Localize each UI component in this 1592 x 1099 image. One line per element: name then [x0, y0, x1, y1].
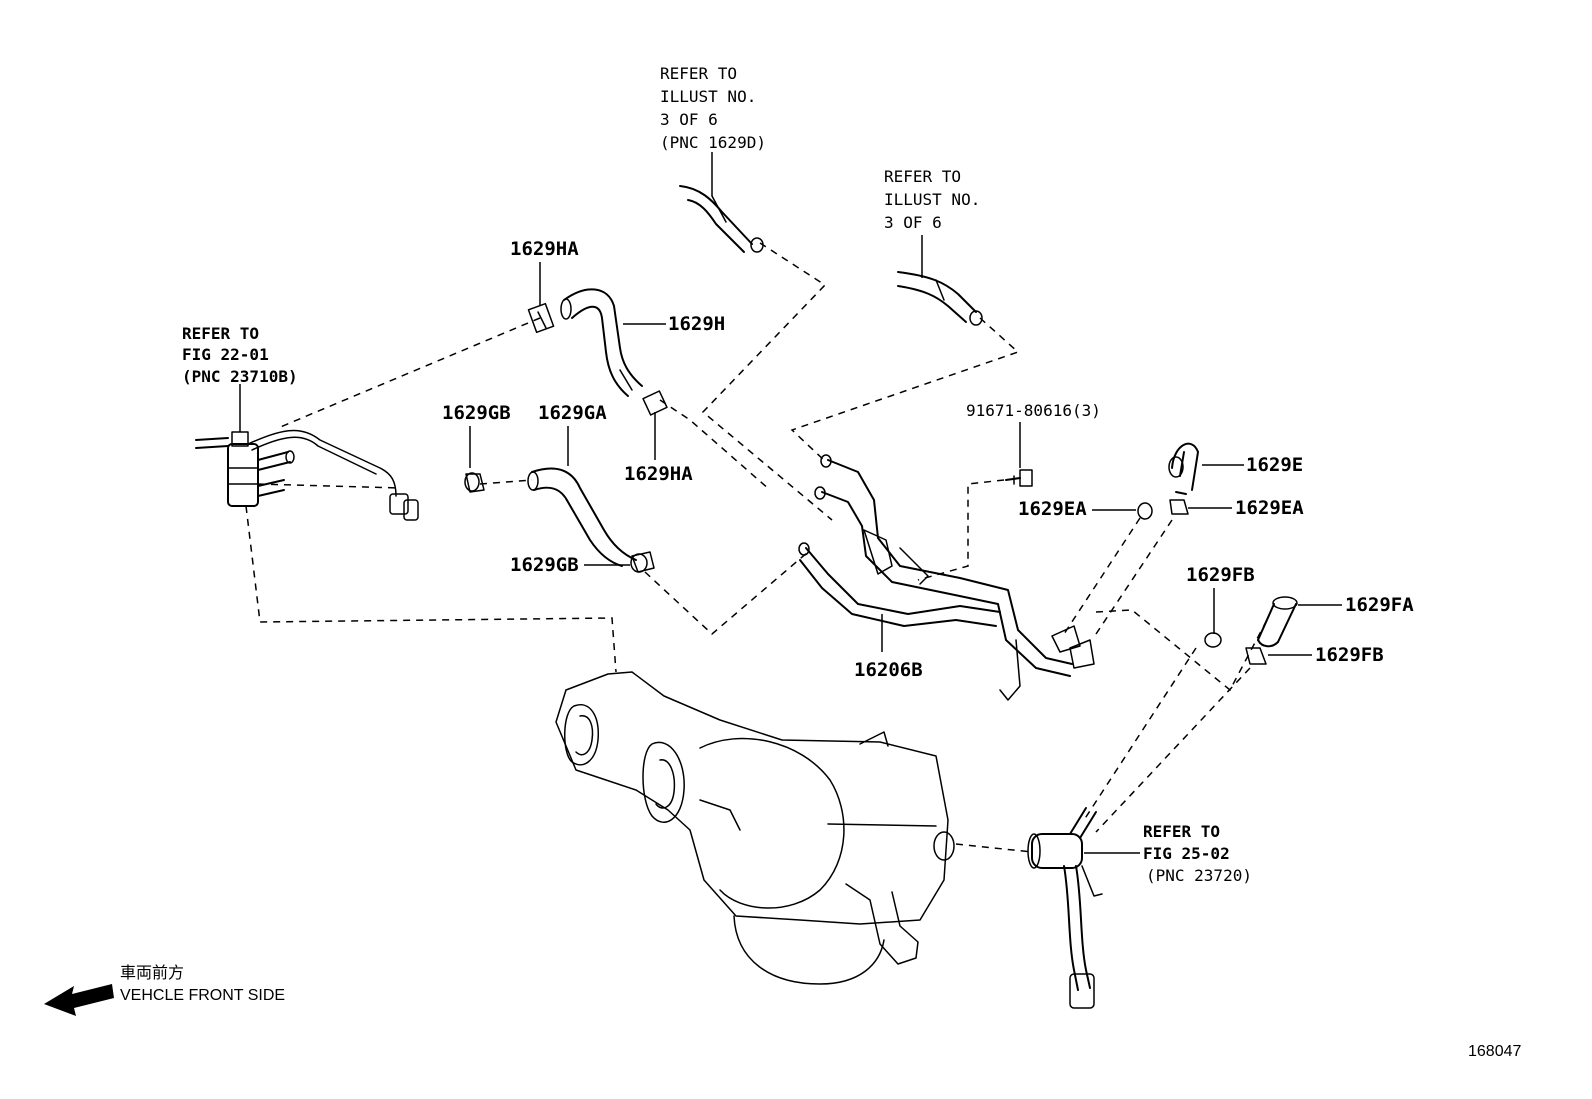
clamp-1629HA-mid — [642, 390, 668, 416]
front-label-en: VEHCLE FRONT SIDE — [120, 987, 285, 1004]
arrow-left-icon — [44, 984, 114, 1016]
label-1629GB-top[interactable]: 1629GB — [442, 402, 511, 424]
clamp-1629EA-right — [1169, 499, 1189, 515]
hose-1629GA — [527, 467, 637, 567]
vsv-assembly — [195, 429, 419, 521]
engine-component — [555, 671, 955, 985]
ref-line: 3 OF 6 — [884, 213, 942, 232]
hose-ref-illust-3 — [897, 271, 983, 326]
reference-illust-top-right: REFER TO ILLUST NO. 3 OF 6 — [884, 167, 980, 232]
ref-line: 3 OF 6 — [660, 110, 718, 129]
hose-1629H — [560, 288, 643, 397]
figure-number: 168047 — [1468, 1043, 1521, 1060]
hose-1629FA — [1257, 596, 1298, 648]
label-1629EA-right[interactable]: 1629EA — [1235, 497, 1304, 519]
label-16206B[interactable]: 16206B — [854, 659, 923, 681]
label-1629FA[interactable]: 1629FA — [1345, 594, 1414, 616]
ref-line: FIG 22-01 — [182, 345, 269, 364]
label-1629GA[interactable]: 1629GA — [538, 402, 607, 424]
ref-line: ILLUST NO. — [884, 190, 980, 209]
sensor-assembly-fig25 — [1027, 807, 1103, 1009]
label-1629EA-left[interactable]: 1629EA — [1018, 498, 1087, 520]
bolt-91671 — [1005, 469, 1033, 487]
front-label-jp: 車両前方 — [120, 964, 184, 982]
label-1629FB-low[interactable]: 1629FB — [1315, 644, 1384, 666]
hose-1629E — [1168, 442, 1199, 495]
pipe-assembly-16206B — [798, 454, 1095, 701]
ref-line: REFER TO — [182, 324, 259, 343]
clamp-1629FB-top — [1204, 632, 1222, 648]
reference-illust-top-left: REFER TO ILLUST NO. 3 OF 6 (PNC 1629D) — [660, 64, 766, 152]
clamp-1629GB-low — [630, 551, 655, 573]
ref-line: REFER TO — [884, 167, 961, 186]
ref-line: (PNC 23710B) — [182, 367, 298, 386]
ref-line: REFER TO — [1143, 822, 1220, 841]
label-1629E[interactable]: 1629E — [1246, 454, 1303, 476]
clamp-1629EA-left — [1137, 502, 1153, 520]
ref-line: REFER TO — [660, 64, 737, 83]
label-1629GB-low[interactable]: 1629GB — [510, 554, 579, 576]
ref-line: (PNC 1629D) — [660, 133, 766, 152]
label-1629FB-top[interactable]: 1629FB — [1186, 564, 1255, 586]
dashed-connections — [245, 242, 1269, 853]
ref-line: ILLUST NO. — [660, 87, 756, 106]
ref-line: (PNC 23720) — [1146, 866, 1252, 885]
hose-ref-1629D — [679, 185, 764, 253]
reference-fig-25-02: REFER TO FIG 25-02 (PNC 23720) — [1143, 822, 1252, 885]
label-1629H[interactable]: 1629H — [668, 313, 725, 335]
clamp-1629HA-top — [527, 302, 555, 334]
vehicle-front-indicator: 車両前方 VEHCLE FRONT SIDE — [44, 964, 285, 1016]
label-91671-80616[interactable]: 91671-80616(3) — [966, 401, 1101, 420]
clamp-1629GB-top — [464, 472, 485, 493]
ref-line: FIG 25-02 — [1143, 844, 1230, 863]
leader-lines — [239, 152, 1342, 854]
label-1629HA-mid[interactable]: 1629HA — [624, 463, 693, 485]
label-1629HA-top[interactable]: 1629HA — [510, 238, 579, 260]
reference-fig-22-01: REFER TO FIG 22-01 (PNC 23710B) — [182, 324, 298, 386]
clamp-1629FB-low — [1245, 647, 1267, 665]
